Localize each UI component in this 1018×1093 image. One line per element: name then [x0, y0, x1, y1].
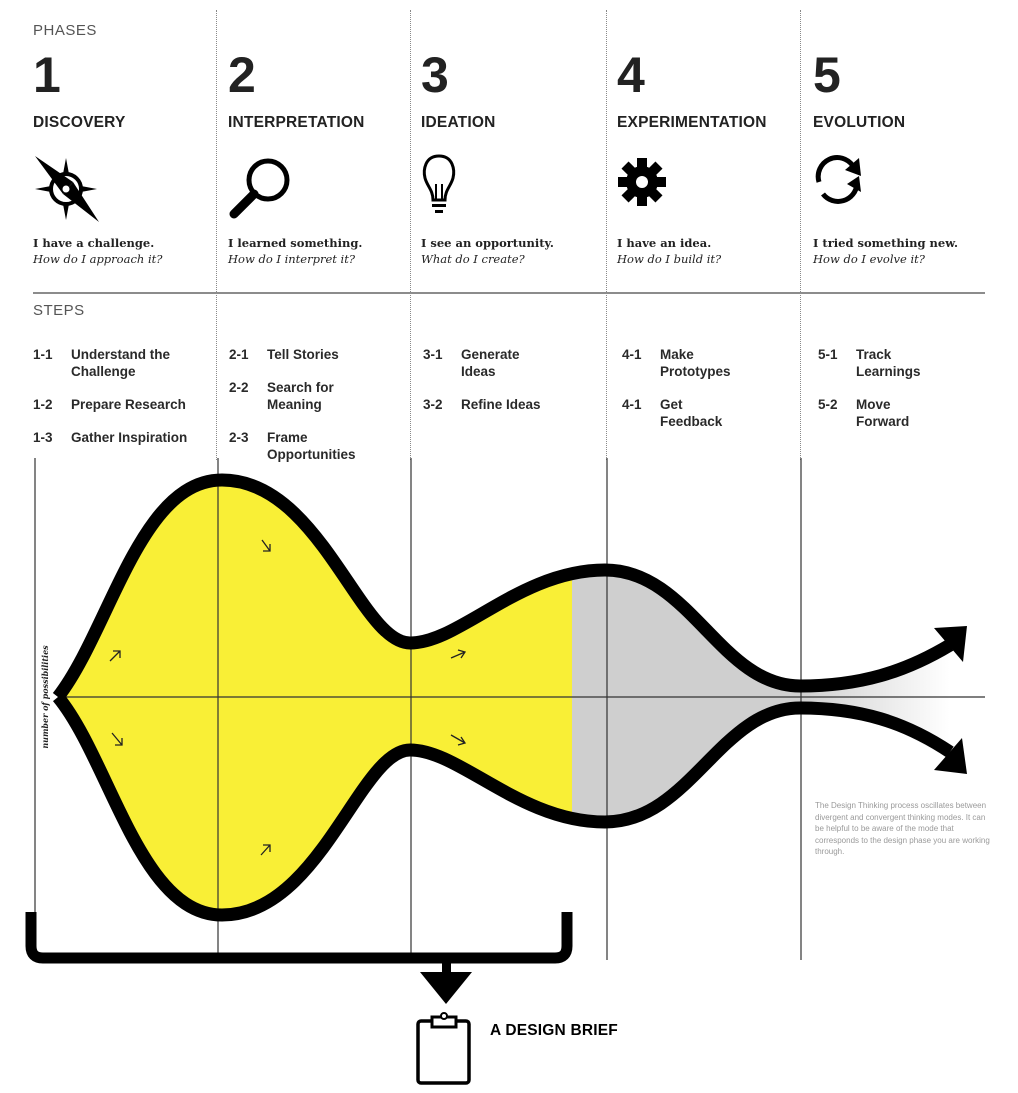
- phase-question: How do I build it?: [617, 252, 722, 266]
- phases-heading: PHASES: [33, 22, 97, 39]
- phase-question: How do I evolve it?: [813, 252, 925, 266]
- diagram-note: The Design Thinking process oscillates b…: [815, 801, 990, 856]
- direction-arrows: [109, 539, 467, 856]
- phase-name: EVOLUTION: [813, 114, 906, 131]
- phase-number: 5: [813, 47, 841, 103]
- phase-name: INTERPRETATION: [228, 114, 365, 131]
- bracket-stem: [442, 955, 451, 975]
- phase-ideation: 3 IDEATION I see an opportunity. What do…: [421, 50, 611, 266]
- phase-number: 1: [33, 47, 61, 103]
- gear-icon: [617, 154, 687, 224]
- phase-name: IDEATION: [421, 114, 496, 131]
- magnifier-icon: [228, 154, 298, 224]
- arrow-down-right-icon: [934, 738, 967, 774]
- phase-statement: I learned something.: [228, 236, 363, 250]
- phase-number: 3: [421, 47, 449, 103]
- phase-question: What do I create?: [421, 252, 525, 266]
- bracket: [25, 912, 573, 964]
- phase-name: EXPERIMENTATION: [617, 114, 767, 131]
- arrow-down-icon: [420, 972, 472, 1004]
- phase-name: DISCOVERY: [33, 114, 126, 131]
- design-brief-label: A DESIGN BRIEF: [490, 1022, 618, 1039]
- phase-number: 4: [617, 47, 645, 103]
- phase-statement: I have a challenge.: [33, 236, 155, 250]
- phase-discovery: 1 DISCOVERY I have a challenge. How do I…: [33, 50, 223, 266]
- phase-statement: I see an opportunity.: [421, 236, 554, 250]
- phase-statement: I have an idea.: [617, 236, 712, 250]
- compass-icon: [33, 154, 103, 224]
- phase-question: How do I interpret it?: [228, 252, 356, 266]
- steps-heading: STEPS: [33, 302, 85, 319]
- column-divider: [800, 10, 801, 460]
- column-divider: [410, 10, 411, 460]
- column-divider: [216, 10, 217, 460]
- section-divider: [33, 292, 985, 294]
- clipboard-icon: [416, 1012, 471, 1085]
- arrow-up-right-icon: [934, 626, 967, 662]
- lightbulb-icon: [421, 154, 491, 224]
- axis-label: number of possibilities: [40, 645, 50, 749]
- phase-number: 2: [228, 47, 256, 103]
- phase-question: How do I approach it?: [33, 252, 163, 266]
- phase-experimentation: 4 EXPERIMENTATION I have an idea. How do: [617, 50, 807, 266]
- column-divider: [606, 10, 607, 460]
- lower-curve: [52, 692, 954, 922]
- phase-evolution: 5 EVOLUTION I tried something new. How d…: [813, 50, 1003, 266]
- phase-interpretation: 2 INTERPRETATION I learned something. Ho…: [228, 50, 418, 266]
- phase-statement: I tried something new.: [813, 236, 958, 250]
- upper-curve: [52, 473, 954, 701]
